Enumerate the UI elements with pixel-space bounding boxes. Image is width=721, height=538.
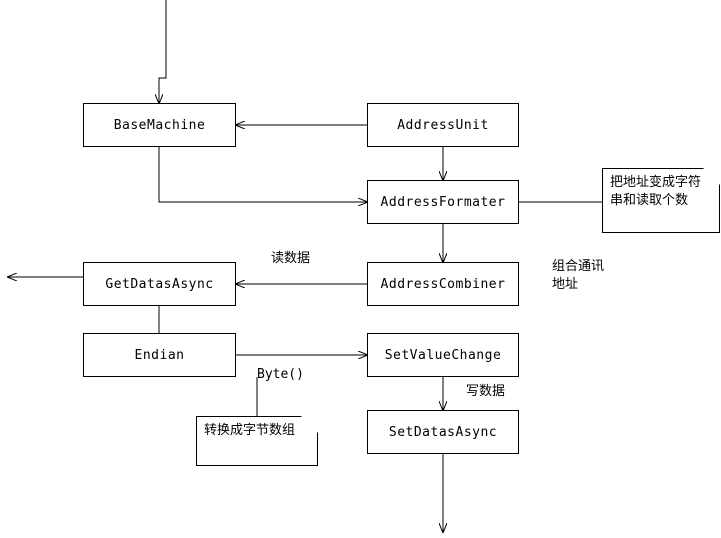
edge-label-byte-call: Byte() — [257, 367, 304, 382]
node-label: AddressCombiner — [380, 276, 506, 292]
edge-label-write-data: 写数据 — [466, 384, 506, 399]
node-address-formater[interactable]: AddressFormater — [367, 180, 519, 224]
node-set-datas-async[interactable]: SetDatasAsync — [367, 410, 519, 454]
note-byte-array: 转换成字节数组 — [196, 416, 318, 466]
edge-label-combine-address: 组合通讯 地址 — [552, 259, 605, 292]
node-label: SetDatasAsync — [388, 424, 498, 440]
node-base-machine[interactable]: BaseMachine — [83, 103, 236, 147]
node-address-combiner[interactable]: AddressCombiner — [367, 262, 519, 306]
node-label: AddressFormater — [380, 194, 506, 210]
node-set-value-change[interactable]: SetValueChange — [367, 333, 519, 377]
connector-basemachine-to-addressformater — [158, 147, 367, 202]
edge-label-read-data: 读数据 — [271, 251, 311, 266]
note-fold-icon — [703, 168, 720, 185]
node-label: BaseMachine — [113, 117, 206, 133]
node-get-datas-async[interactable]: GetDatasAsync — [83, 262, 236, 306]
note-fold-icon — [301, 416, 318, 433]
node-label: Endian — [134, 347, 185, 363]
node-label: GetDatasAsync — [105, 276, 214, 292]
node-label: AddressUnit — [397, 117, 489, 133]
node-label: SetValueChange — [384, 347, 502, 363]
note-text: 把地址变成字符串和读取个数 — [610, 175, 702, 208]
node-endian[interactable]: Endian — [83, 333, 236, 377]
connector-top-to-basemachine — [159, 0, 167, 103]
node-address-unit[interactable]: AddressUnit — [367, 103, 519, 147]
note-address-string: 把地址变成字符串和读取个数 — [602, 168, 720, 233]
note-text: 转换成字节数组 — [204, 423, 296, 438]
